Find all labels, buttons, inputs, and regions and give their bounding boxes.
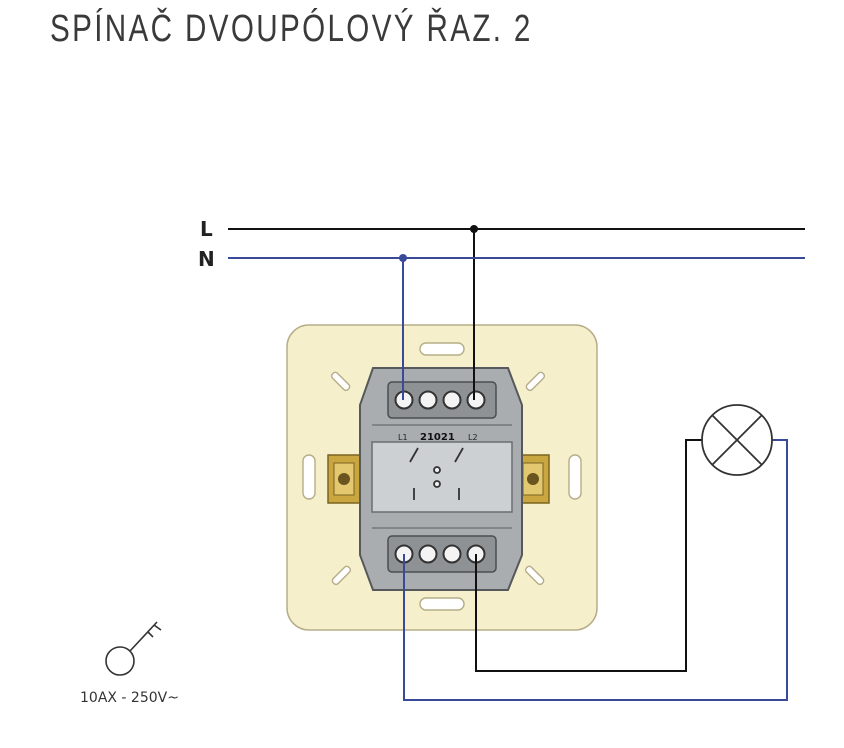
top-terminal-screws <box>394 390 486 410</box>
left-clamp <box>327 454 361 504</box>
model-label: 21021 <box>420 432 455 443</box>
contact-symbols <box>409 447 464 500</box>
lamp-icon <box>701 404 773 476</box>
neutral-wires <box>228 257 805 701</box>
rating-label: 10AX - 250V~ <box>80 690 179 706</box>
terminal-left-label: L1 <box>398 433 408 442</box>
neutral-junction <box>399 254 407 262</box>
switch-mechanism <box>359 367 523 591</box>
key-symbol-icon <box>105 621 162 676</box>
terminal-right-label: L2 <box>468 433 478 442</box>
page-title: SPÍNAČ DVOUPÓLOVÝ ŘAZ. 2 <box>50 8 533 50</box>
neutral-label: N <box>198 247 215 271</box>
bottom-terminal-screws <box>394 544 486 564</box>
line-label: L <box>200 217 213 241</box>
line-junction <box>470 225 478 233</box>
